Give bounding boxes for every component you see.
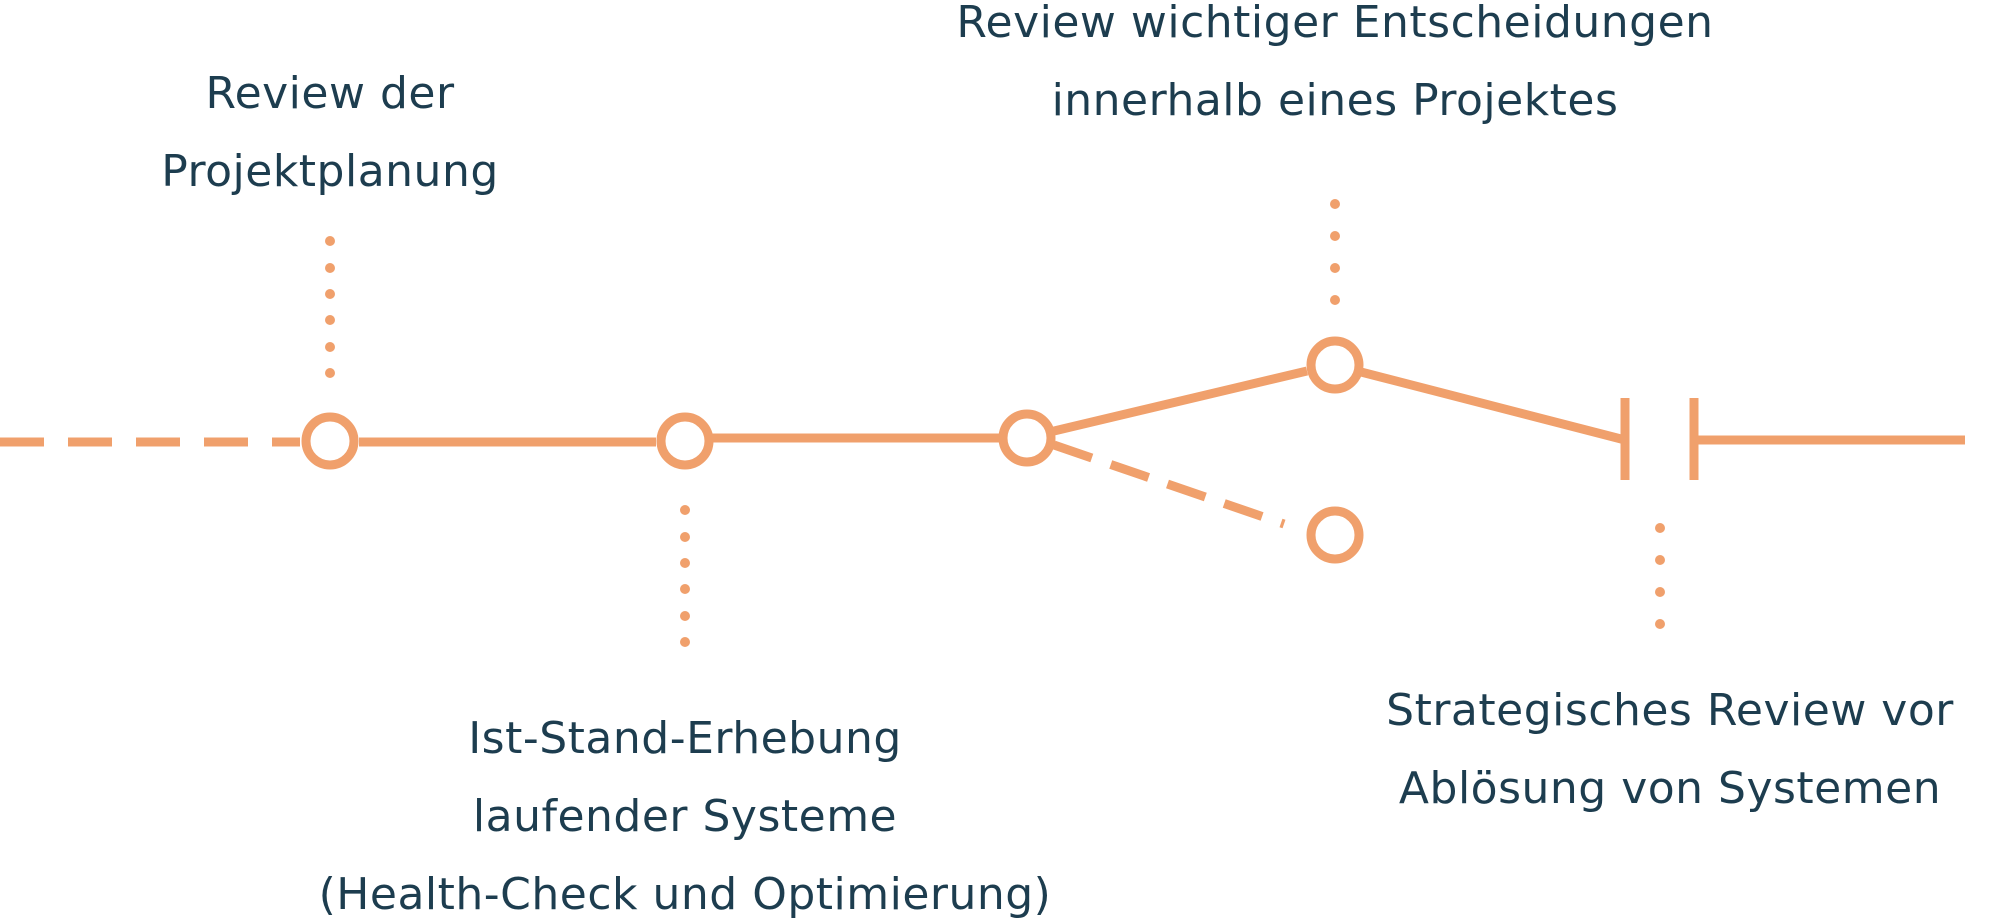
label-review-decisions: Review wichtiger Entscheidungen innerhal… (870, 0, 1800, 140)
timeline-dashed-branch (1052, 440, 1286, 529)
label-line: Projektplanung (161, 146, 499, 197)
label-review-planning: Review der Projektplanung (100, 55, 560, 211)
label-strategic-review: Strategisches Review vor Ablösung von Sy… (1340, 672, 1996, 828)
milestone-node-planning (301, 412, 359, 470)
label-line: laufender Systeme (472, 791, 898, 842)
label-status-assessment: Ist-Stand-Erhebung laufender Systeme (He… (240, 700, 1130, 921)
dotted-connector-status (680, 505, 690, 647)
label-line: innerhalb eines Projektes (1051, 75, 1619, 126)
label-line: Review der (205, 68, 455, 119)
label-line: Ablösung von Systemen (1398, 763, 1942, 814)
milestone-node-status (656, 412, 714, 470)
milestone-node-alternative (1306, 506, 1364, 564)
label-line: Review wichtiger Entscheidungen (956, 0, 1714, 48)
milestone-node-branch (998, 409, 1056, 467)
dotted-connector-strategic (1655, 523, 1665, 629)
label-line: (Health-Check und Optimierung) (318, 869, 1052, 920)
label-line: Ist-Stand-Erhebung (468, 713, 902, 764)
timeline-segment-rise (1052, 366, 1309, 436)
milestone-node-decisions (1306, 336, 1364, 394)
label-line: Strategisches Review vor (1386, 685, 1954, 736)
timeline-segment-fall (1359, 367, 1627, 445)
dotted-connector-planning (325, 236, 335, 378)
dotted-connector-decisions (1330, 199, 1340, 305)
